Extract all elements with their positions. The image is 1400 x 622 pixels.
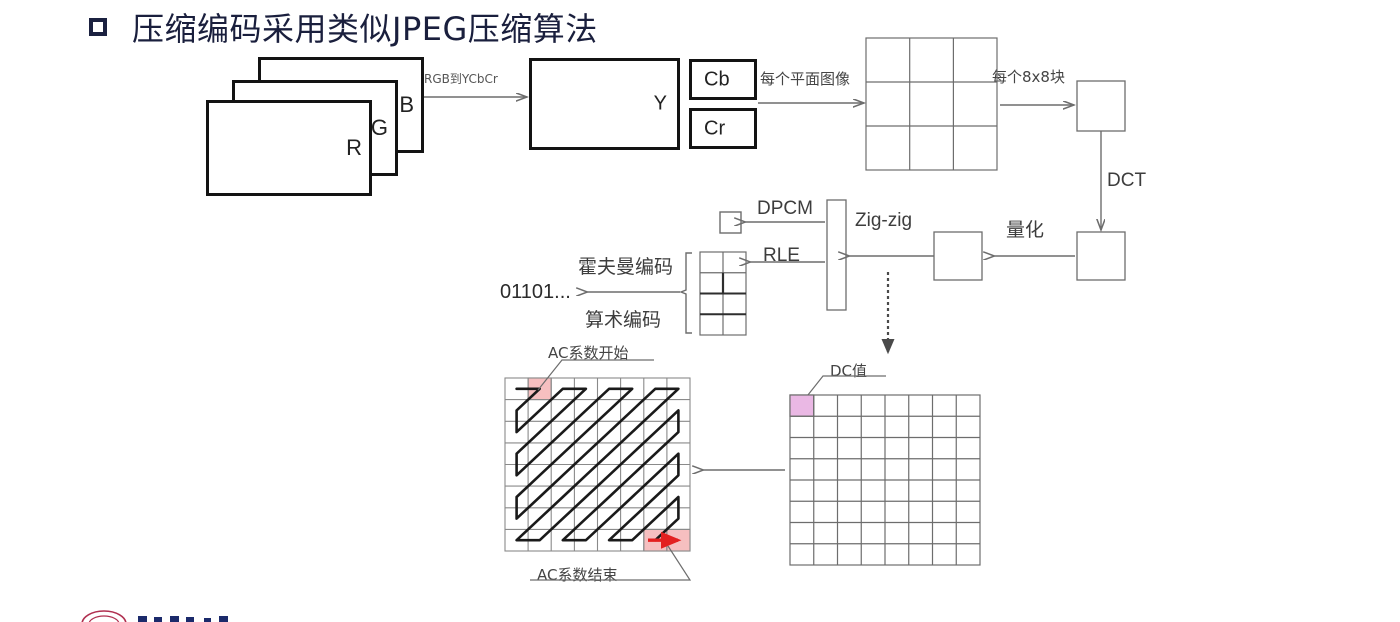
plane-b-label: B bbox=[399, 92, 414, 117]
label-each-8x8-block: 每个8x8块 bbox=[992, 68, 1065, 86]
cb-plane-label: Cb bbox=[704, 68, 730, 90]
y-plane-label: Y bbox=[653, 92, 667, 115]
square-outline-bullet-icon bbox=[89, 18, 107, 36]
cr-plane-label: Cr bbox=[704, 117, 726, 139]
leader-ac-end bbox=[530, 545, 692, 581]
plane-g-label: G bbox=[370, 115, 388, 140]
label-dct: DCT bbox=[1107, 170, 1147, 191]
zigzag-scan-grid bbox=[504, 377, 691, 552]
zigzag-vector-bar bbox=[826, 199, 847, 311]
cb-plane-box: Cb bbox=[689, 59, 757, 100]
y-plane-box: Y bbox=[529, 58, 680, 150]
label-each-plane-image: 每个平面图像 bbox=[760, 70, 851, 88]
dc-value-cell bbox=[789, 394, 815, 417]
quantized-box bbox=[933, 231, 983, 281]
dpcm-dc-square bbox=[719, 211, 742, 234]
dct-output-box bbox=[1076, 231, 1126, 281]
plane-r: R bbox=[206, 100, 372, 196]
plane-r-label: R bbox=[346, 135, 362, 160]
label-huffman: 霍夫曼编码 bbox=[578, 256, 674, 278]
annotation-ac-start: AC系数开始 bbox=[548, 344, 629, 362]
label-rgb-to-ycbcr: RGB到YCbCr bbox=[424, 72, 498, 86]
page-title: 压缩编码采用类似JPEG压缩算法 bbox=[132, 10, 598, 48]
entropy-coding-brace bbox=[679, 252, 692, 334]
zigzag-path bbox=[515, 387, 680, 542]
label-dpcm: DPCM bbox=[757, 198, 813, 219]
3x3-macroblock-grid bbox=[865, 37, 998, 171]
label-arithmetic: 算术编码 bbox=[585, 309, 662, 331]
cr-plane-box: Cr bbox=[689, 108, 757, 149]
dc-coefficient-grid bbox=[789, 394, 981, 566]
label-rle: RLE bbox=[763, 245, 800, 266]
block-8x8-box bbox=[1076, 80, 1126, 132]
organization-logo bbox=[81, 610, 228, 622]
label-quantize: 量化 bbox=[1006, 219, 1045, 241]
rle-output-grid bbox=[699, 251, 747, 336]
leader-ac-start bbox=[537, 359, 654, 391]
label-zigzag: Zig-zig bbox=[855, 210, 913, 231]
bitstream-output: 01101... bbox=[500, 281, 571, 303]
